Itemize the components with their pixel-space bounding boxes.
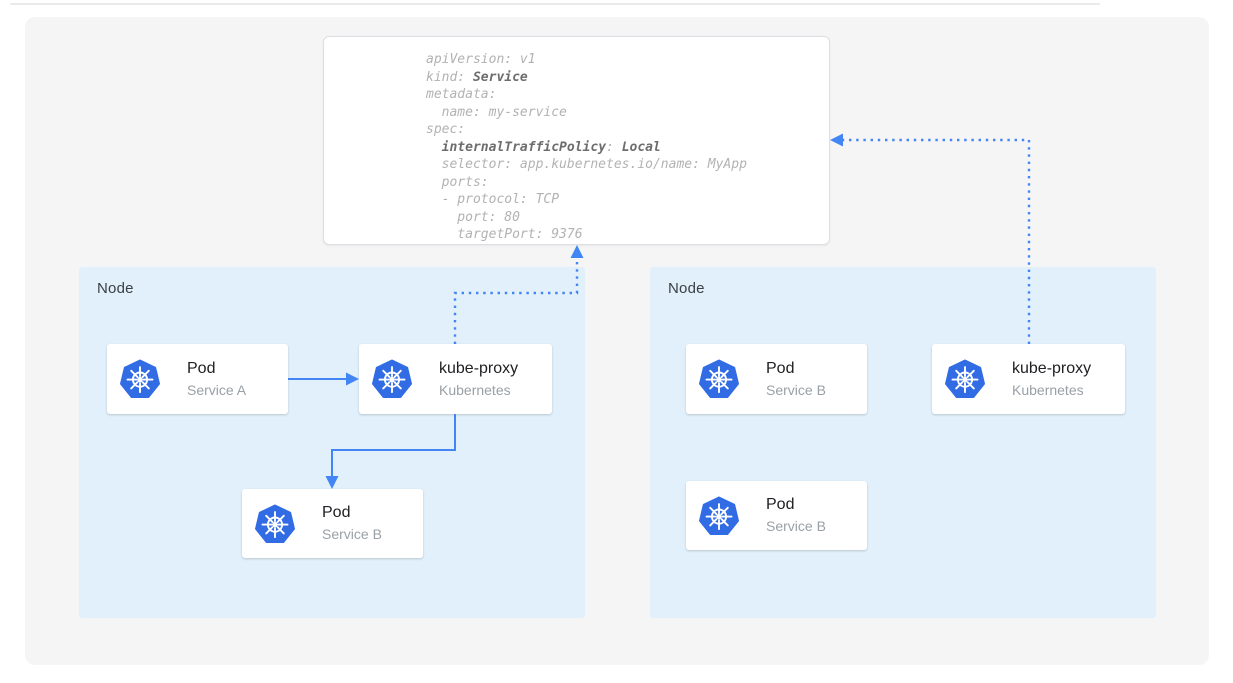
- card-title: Pod: [187, 359, 216, 377]
- kubernetes-icon: [255, 504, 295, 543]
- card-title: kube-proxy: [439, 359, 519, 377]
- yaml-line: kind: Service: [426, 69, 528, 85]
- service-yaml-code: apiVersion: v1 kind: Service metadata: n…: [426, 51, 821, 244]
- card-subtitle: Service B: [766, 518, 826, 534]
- card-subtitle: Service B: [766, 381, 826, 398]
- yaml-line: name: my-service: [426, 104, 567, 120]
- kubernetes-icon: [120, 359, 160, 398]
- kubernetes-icon: [699, 359, 739, 398]
- yaml-line: ports:: [426, 174, 489, 190]
- kubernetes-icon: [699, 496, 739, 535]
- yaml-line: targetPort: 9376: [426, 227, 583, 242]
- card-pod-service-b-right-1: Pod Service B: [686, 344, 867, 414]
- service-yaml-panel: apiVersion: v1 kind: Service metadata: n…: [323, 36, 830, 245]
- top-divider: [10, 3, 1100, 5]
- yaml-line: apiVersion: v1: [426, 52, 536, 67]
- yaml-line: metadata:: [426, 87, 497, 102]
- card-pod-service-b-right-2: Pod Service B: [686, 481, 867, 550]
- yaml-line: spec:: [426, 122, 466, 137]
- card-kube-proxy-right: kube-proxy Kubernetes: [932, 344, 1125, 414]
- card-title: Pod: [766, 496, 795, 513]
- kubernetes-icon: [372, 359, 412, 398]
- yaml-line: internalTrafficPolicy: Local: [441, 139, 661, 155]
- yaml-line: selector: app.kubernetes.io/name: MyApp: [426, 157, 747, 172]
- card-pod-service-b-left: Pod Service B: [242, 489, 423, 558]
- node-label: Node: [668, 280, 705, 297]
- card-title: kube-proxy: [1012, 359, 1092, 377]
- card-subtitle: Kubernetes: [439, 381, 511, 398]
- card-subtitle: Kubernetes: [1012, 381, 1084, 398]
- card-title: Pod: [766, 359, 795, 377]
- card-subtitle: Service A: [187, 381, 247, 398]
- card-kube-proxy-left: kube-proxy Kubernetes: [359, 344, 552, 414]
- yaml-line: - protocol: TCP: [426, 192, 560, 207]
- card-title: Pod: [322, 504, 351, 521]
- card-subtitle: Service B: [322, 526, 382, 542]
- card-pod-service-a: Pod Service A: [107, 344, 288, 414]
- node-right: Node: [650, 267, 1156, 618]
- node-label: Node: [97, 280, 134, 297]
- kubernetes-icon: [945, 359, 985, 398]
- node-left: Node: [79, 267, 585, 618]
- yaml-line: port: 80: [426, 209, 520, 225]
